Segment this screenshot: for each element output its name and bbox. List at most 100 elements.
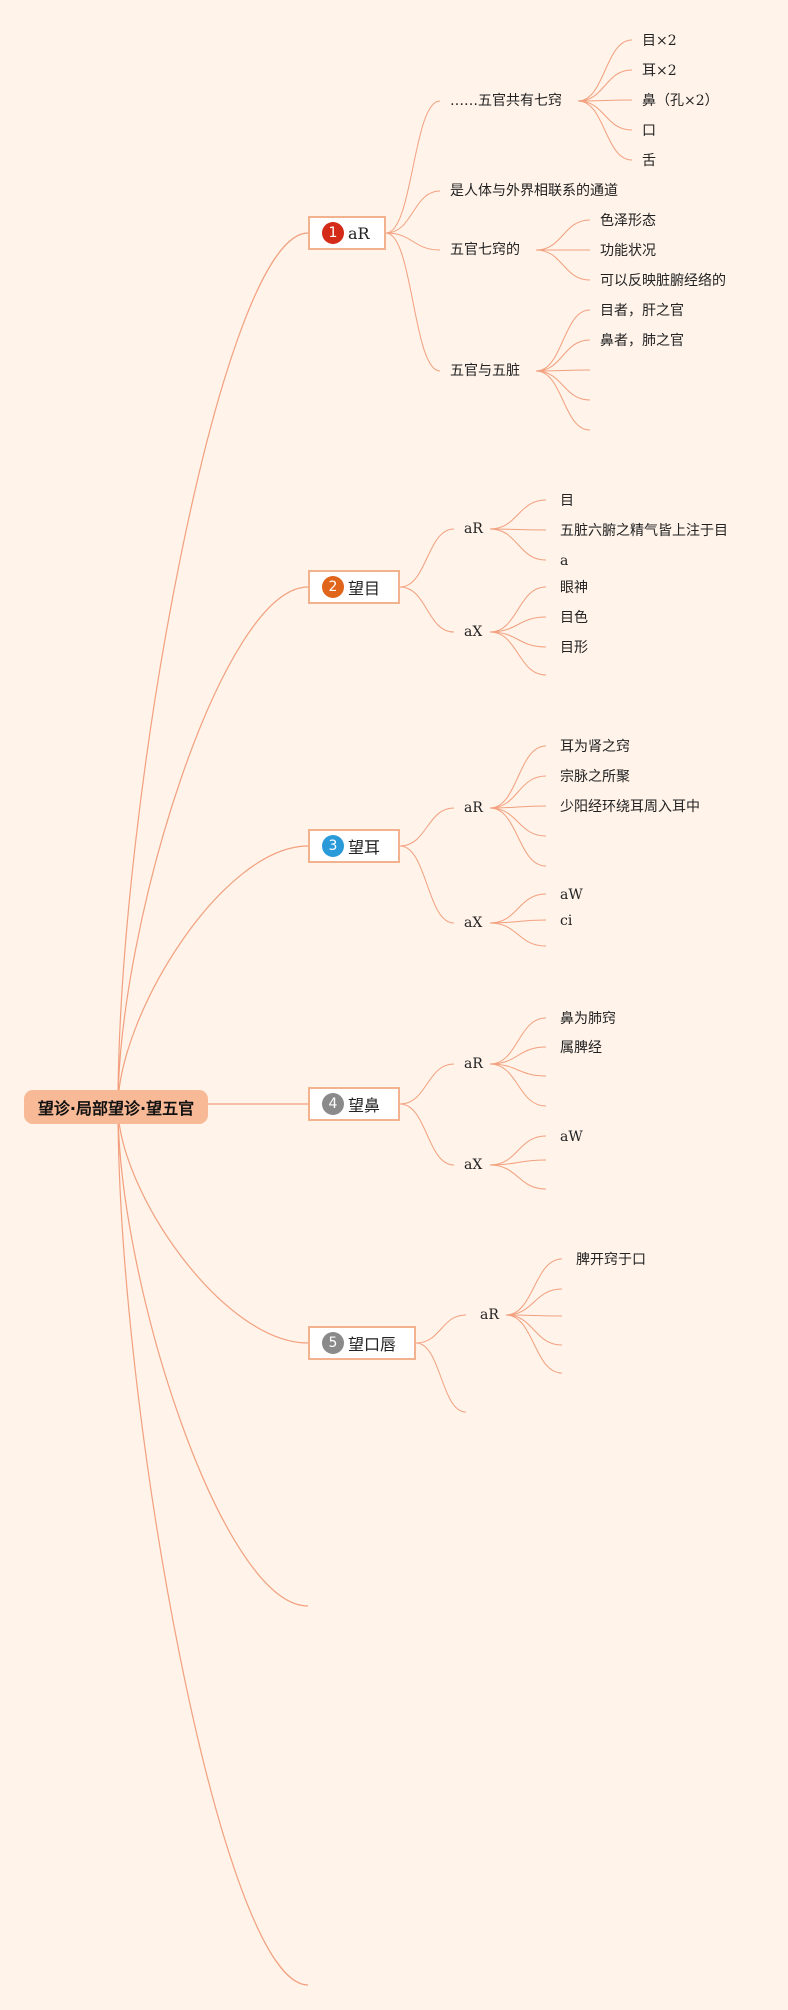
connector — [535, 249, 591, 281]
connector — [385, 190, 441, 234]
leaf-she[interactable]: 舌 — [642, 153, 656, 169]
topic-1[interactable]: 1 aR — [308, 216, 386, 250]
connector — [399, 845, 455, 924]
node-2-ax[interactable]: aX — [464, 624, 483, 640]
connector — [489, 805, 547, 809]
node-4-ax[interactable]: aX — [464, 1157, 483, 1173]
trunk-connector — [117, 1106, 309, 1986]
leaf-2-muxing[interactable]: 目形 — [560, 640, 588, 656]
leaf-gongneng[interactable]: 功能状况 — [600, 243, 656, 259]
leaf-4-feiqiao[interactable]: 鼻为肺窍 — [560, 1011, 616, 1027]
leaf-3-shaoyang[interactable]: 少阳经环绕耳周入耳中 — [560, 799, 700, 815]
connector — [489, 775, 547, 809]
connector — [489, 1046, 547, 1065]
connector — [505, 1288, 563, 1316]
connector — [505, 1314, 563, 1374]
connector — [399, 528, 455, 588]
connector — [489, 586, 547, 633]
connector — [489, 1164, 547, 1190]
leaf-2-yanshen[interactable]: 眼神 — [560, 580, 588, 596]
connector — [489, 499, 547, 530]
connector — [385, 232, 441, 251]
connector — [505, 1314, 563, 1346]
connector — [399, 807, 455, 847]
leaf-er[interactable]: 耳×2 — [642, 63, 677, 79]
leaf-3-ci[interactable]: ci — [560, 913, 573, 929]
connector — [489, 922, 547, 947]
node-4-ar[interactable]: aR — [464, 1056, 483, 1072]
connector — [489, 919, 547, 924]
leaf-3-zongmai[interactable]: 宗脉之所聚 — [560, 769, 630, 785]
connector — [577, 99, 633, 102]
topic-2[interactable]: 2 望目 — [308, 570, 400, 604]
topic-5-label: 望口唇 — [348, 1335, 397, 1354]
connector — [535, 370, 591, 431]
node-channel[interactable]: 是人体与外界相联系的通道 — [450, 183, 618, 199]
leaf-5-pikaiqiao[interactable]: 脾开窍于口 — [576, 1252, 646, 1268]
leaf-bi[interactable]: 鼻（孔×2） — [642, 93, 719, 109]
leaf-bizhe[interactable]: 鼻者，肺之官 — [600, 333, 684, 349]
connector — [489, 745, 547, 809]
trunk-connector — [117, 586, 309, 1108]
badge-5: 5 — [322, 1332, 344, 1354]
badge-2: 2 — [322, 576, 344, 598]
connector — [399, 1063, 455, 1105]
connector — [489, 616, 547, 633]
connector — [535, 339, 591, 372]
leaf-sezexingtai[interactable]: 色泽形态 — [600, 213, 656, 229]
connector — [489, 631, 547, 648]
connector — [489, 528, 547, 531]
topic-2-label: 望目 — [348, 579, 381, 598]
connector — [489, 807, 547, 837]
trunk-connector — [117, 845, 309, 1108]
connector — [415, 1342, 467, 1413]
node-wuguan[interactable]: 五官七窍的 — [450, 242, 520, 258]
root-topic[interactable]: 望诊·局部望诊·望五官 — [24, 1090, 208, 1124]
badge-1: 1 — [322, 222, 344, 244]
leaf-3-shenqiao[interactable]: 耳为肾之窍 — [560, 739, 630, 755]
leaf-3-aw[interactable]: aW — [560, 887, 583, 903]
connector — [577, 39, 633, 102]
connector — [535, 370, 591, 401]
connector — [489, 528, 547, 561]
node-2-ar[interactable]: aR — [464, 521, 483, 537]
connector — [399, 1103, 455, 1166]
leaf-kou[interactable]: 口 — [642, 123, 656, 139]
node-qiqiao[interactable]: ……五官共有七窍 — [450, 93, 562, 109]
node-wuzang[interactable]: 五官与五脏 — [450, 363, 520, 379]
topic-5[interactable]: 5 望口唇 — [308, 1326, 416, 1360]
connector — [505, 1314, 563, 1317]
node-3-ar[interactable]: aR — [464, 800, 483, 816]
leaf-2-muse[interactable]: 目色 — [560, 610, 588, 626]
leaf-2-mu[interactable]: 目 — [560, 493, 574, 509]
badge-3: 3 — [322, 835, 344, 857]
connector — [489, 1017, 547, 1065]
connector — [577, 69, 633, 102]
topic-4-label: 望鼻 — [348, 1096, 381, 1115]
leaf-4-aw[interactable]: aW — [560, 1129, 583, 1145]
leaf-fanying[interactable]: 可以反映脏腑经络的 — [600, 273, 726, 289]
connector — [399, 586, 455, 633]
connector — [489, 1063, 547, 1107]
leaf-2-a[interactable]: a — [560, 553, 569, 569]
leaf-2-jingqi[interactable]: 五脏六腑之精气皆上注于目 — [560, 523, 728, 539]
connector — [489, 1159, 547, 1166]
connector — [489, 631, 547, 676]
trunk-connector — [117, 1106, 309, 1344]
connector — [415, 1314, 467, 1344]
topic-3[interactable]: 3 望耳 — [308, 829, 400, 863]
node-5-ar[interactable]: aR — [480, 1307, 499, 1323]
connector — [489, 807, 547, 867]
leaf-muzhe[interactable]: 目者，肝之官 — [600, 303, 684, 319]
connector — [535, 309, 591, 372]
connector — [505, 1258, 563, 1316]
leaf-mu[interactable]: 目×2 — [642, 33, 677, 49]
trunk-connector — [117, 1106, 309, 1607]
root-label: 望诊·局部望诊·望五官 — [37, 1099, 195, 1118]
node-3-ax[interactable]: aX — [464, 915, 483, 931]
connector — [489, 1135, 547, 1166]
leaf-4-pijing[interactable]: 属脾经 — [560, 1040, 602, 1056]
connector — [577, 100, 633, 161]
topic-4[interactable]: 4 望鼻 — [308, 1087, 400, 1121]
